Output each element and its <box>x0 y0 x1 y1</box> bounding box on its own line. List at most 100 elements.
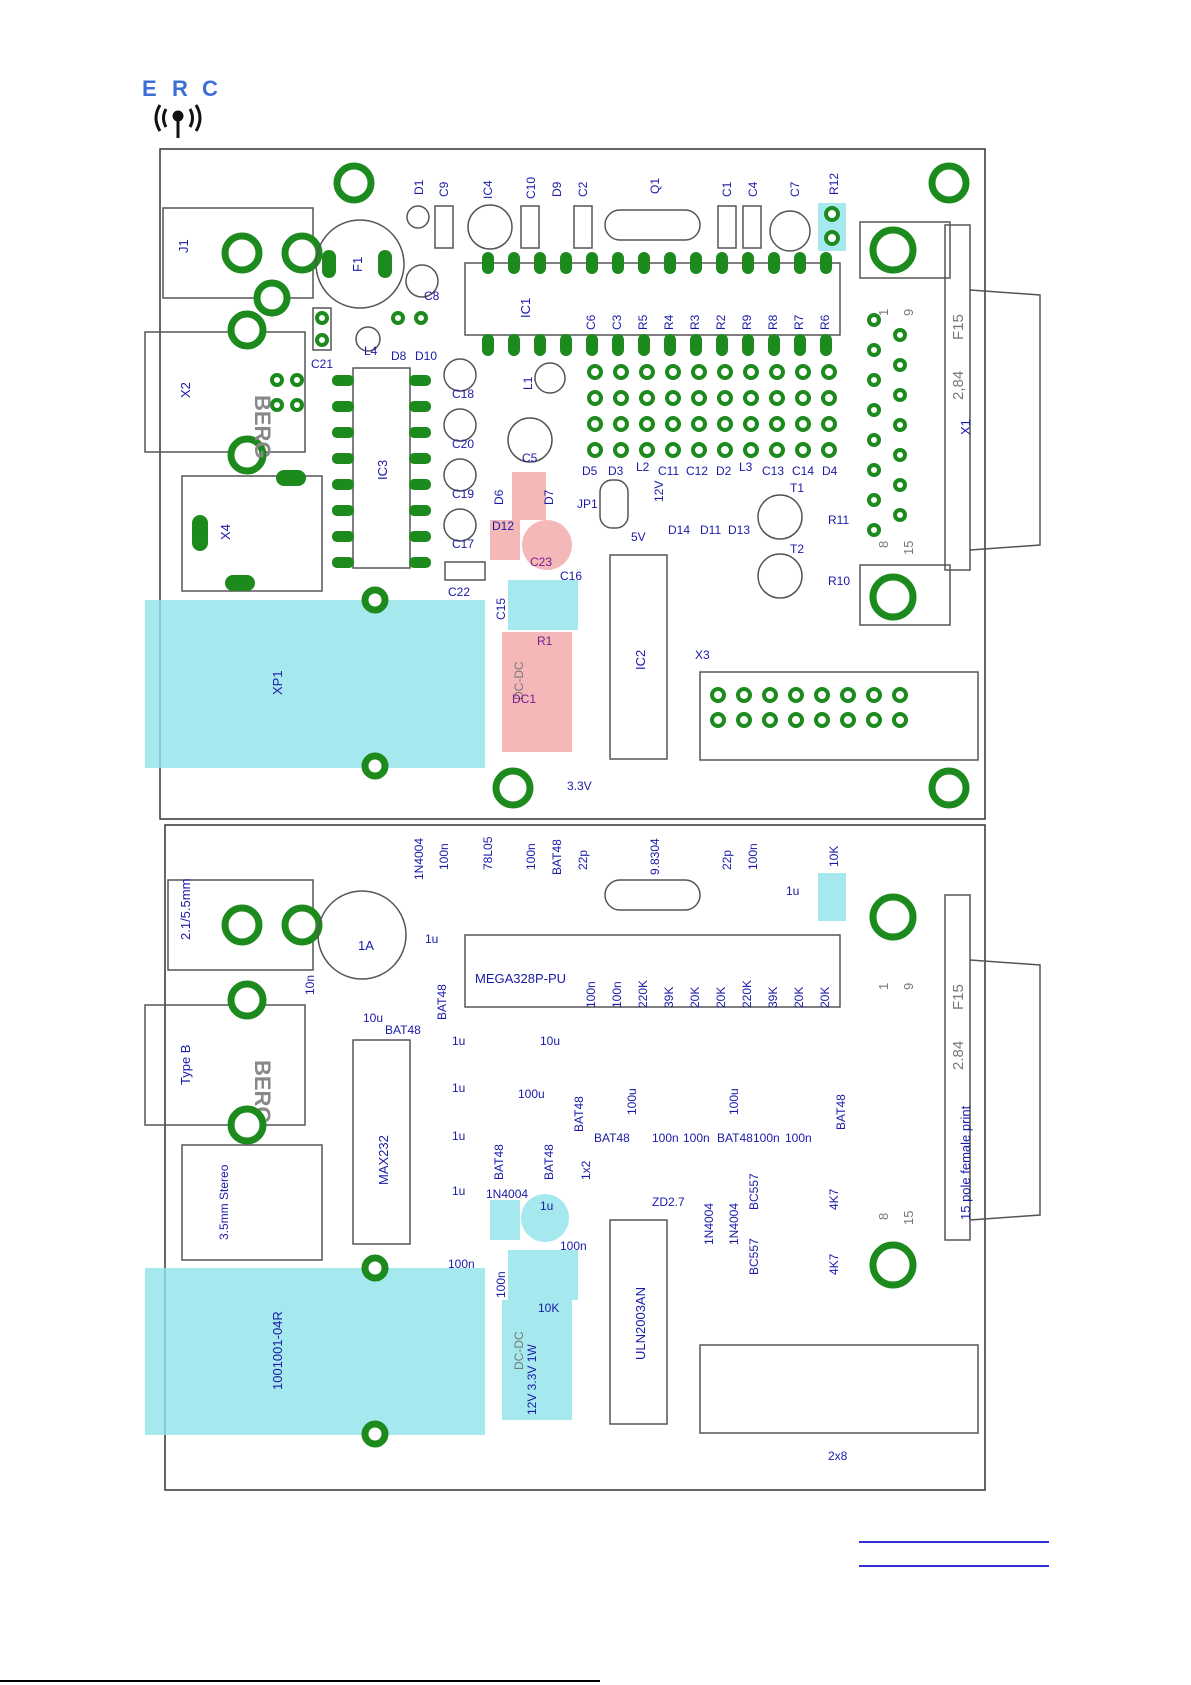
x1-shell <box>969 289 1041 551</box>
rj45-mount <box>361 1254 389 1282</box>
r6-label: R6 <box>818 314 832 330</box>
t1-value: BC557 <box>747 1173 761 1210</box>
d3-value: BAT48 <box>594 1131 630 1145</box>
r3-value: 20K <box>688 987 702 1008</box>
t2-value: BC557 <box>747 1238 761 1275</box>
c4-label: C4 <box>746 181 760 197</box>
d2-label: D2 <box>716 464 732 478</box>
jack-pad <box>281 904 323 946</box>
x2-label: X2 <box>178 382 193 398</box>
ic1-pins-bottom <box>482 334 832 356</box>
d11-label: D11 <box>700 523 721 537</box>
ic3-outline <box>352 367 411 569</box>
l1-outline <box>534 362 566 394</box>
d13-label: D13 <box>728 523 750 537</box>
footer-link-underline[interactable] <box>859 1541 1049 1543</box>
stereo-label: 3.5mm Stereo <box>217 1164 231 1240</box>
r10-label: R10 <box>828 574 850 588</box>
zd-value: ZD2.7 <box>652 1195 685 1209</box>
x1-desc-label: 15 pole female print <box>958 1105 973 1220</box>
r4-value: 39K <box>662 987 676 1008</box>
c22-outline <box>444 561 486 581</box>
bat48-b-value: BAT48 <box>435 984 449 1020</box>
d12-value: 1N4004 <box>486 1187 528 1201</box>
c17-outline <box>443 508 477 542</box>
d12-highlight <box>490 1200 520 1240</box>
x1-pin1-label: 1 <box>876 309 891 316</box>
ic4-outline <box>467 204 513 250</box>
q1-outline <box>604 209 701 241</box>
d3-label: D3 <box>608 464 624 478</box>
12v-label: 12V <box>652 481 666 502</box>
r7-label: R7 <box>792 314 806 330</box>
c17-value: 1u <box>452 1184 465 1198</box>
c20-outline <box>443 408 477 442</box>
x1-mount-hole <box>869 226 917 274</box>
c10-outline <box>520 205 540 249</box>
r2-label: R2 <box>714 314 728 330</box>
x1-mount-hole <box>869 573 917 621</box>
q1-label: Q1 <box>648 178 662 194</box>
c19-outline <box>443 458 477 492</box>
r12-label: R12 <box>827 173 841 195</box>
c3-label: C3 <box>610 314 624 330</box>
c21-pad <box>315 311 329 325</box>
x1-flange <box>944 224 971 571</box>
c5-value: 100u <box>518 1087 545 1101</box>
c10-label: C10 <box>524 177 538 199</box>
x1-pin1-label: 1 <box>876 983 891 990</box>
fuse-label: 1A <box>358 938 374 953</box>
d4-value: BAT48 <box>834 1094 848 1130</box>
c13-value: 100n <box>753 1131 780 1145</box>
3v3-label: 3.3V <box>567 779 592 793</box>
x2-pad <box>290 373 304 387</box>
t2-outline <box>757 553 803 599</box>
x4-pad <box>225 575 255 591</box>
x1-pins <box>867 313 907 537</box>
dcdc-spec: 12V 3.3V 1W <box>525 1344 539 1415</box>
x1-pin15-label: 15 <box>901 1211 916 1225</box>
mcu-label: MEGA328P-PU <box>475 971 566 986</box>
d6-label: D6 <box>492 489 506 505</box>
c20-label: C20 <box>452 437 474 451</box>
mounting-hole <box>333 162 375 204</box>
x1-pin9-label: 9 <box>901 309 916 316</box>
d9-label: D9 <box>550 181 564 197</box>
x1-pin8-label: 8 <box>876 541 891 548</box>
x1-pin15-label: 15 <box>901 541 916 555</box>
d5-value: BAT48 <box>572 1096 586 1132</box>
usb-shield-pad <box>227 1105 267 1145</box>
c13-label: C13 <box>762 464 784 478</box>
l1-value: 10u <box>540 1034 560 1048</box>
xp1-highlight <box>145 600 485 768</box>
usb-outline <box>144 1004 306 1126</box>
jp1-outline <box>599 479 629 529</box>
d1-label: D1 <box>412 179 426 195</box>
c21-pad <box>315 333 329 347</box>
j1-label: J1 <box>176 239 191 253</box>
ic1-label: IC1 <box>518 298 533 318</box>
ic2-label: IC2 <box>633 650 648 670</box>
c15-c16-highlight <box>508 580 578 630</box>
bottom-board: 1001001-04R 2.1/5.5mm 1A Type B BERG 3.5… <box>144 824 1041 1491</box>
c23-highlight <box>521 1194 569 1242</box>
c9-outline <box>434 205 454 249</box>
c2-outline <box>573 205 593 249</box>
x1-flange <box>944 894 971 1241</box>
c9-value: 100n <box>437 843 451 870</box>
footer-link-underline[interactable] <box>859 1565 1049 1567</box>
dcdc-label: DC-DC <box>512 661 526 700</box>
r2-value: 20K <box>714 987 728 1008</box>
c22-value: 100n <box>448 1257 475 1271</box>
c16-value: 100n <box>560 1239 587 1253</box>
c16-label: C16 <box>560 569 582 583</box>
d14-label: D14 <box>668 523 690 537</box>
c2-value: 22p <box>576 850 590 870</box>
d10-label: D10 <box>415 349 437 363</box>
d5-label: D5 <box>582 464 598 478</box>
x2-outline <box>144 331 306 453</box>
r12-pad <box>824 206 840 222</box>
c10-value: 100n <box>524 843 538 870</box>
bat48-a-value: BAT48 <box>385 1023 421 1037</box>
